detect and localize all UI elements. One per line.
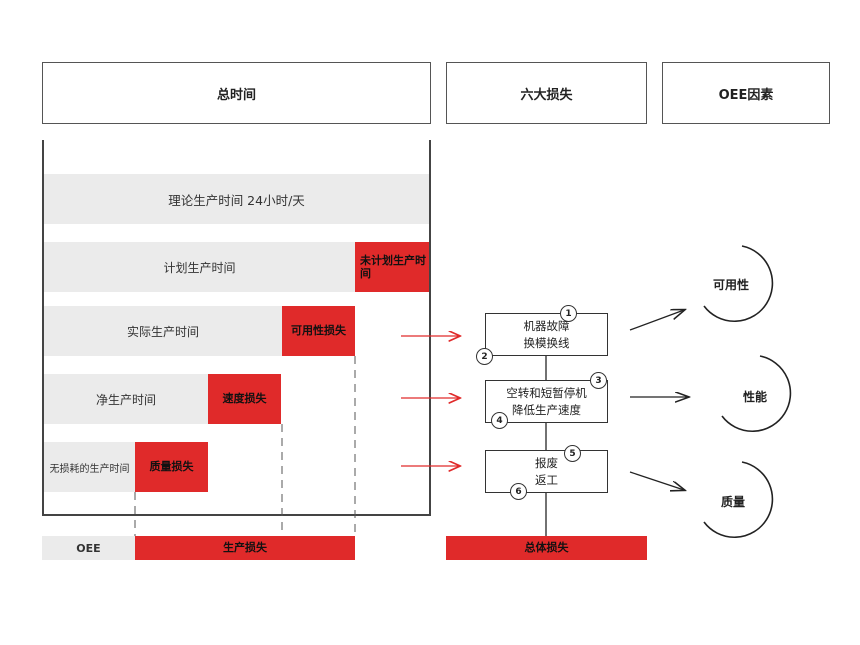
net-time-label: 净生产时间 [95, 392, 156, 407]
oee-footer-label: OEE [76, 541, 101, 555]
header-total-time: 总时间 [42, 62, 431, 124]
total-loss-footer-label: 总体损失 [524, 541, 569, 555]
quality-circle [703, 461, 774, 539]
header-oee-factors-label: OEE因素 [718, 87, 774, 103]
actual-time-bar: 实际生产时间 [44, 306, 282, 356]
factor-performance: 性能 [743, 390, 768, 404]
quality-loss-label: 质量损失 [149, 460, 194, 474]
total-loss-footer-bar: 总体损失 [446, 536, 647, 560]
lossless-time-label: 无损耗的生产时间 [49, 463, 130, 475]
availability-circle [703, 245, 774, 323]
loss-number-badge: 5 [564, 445, 581, 462]
unplanned-time-label: 未计划生产时间 [360, 253, 426, 280]
planned-time-bar: 计划生产时间 [44, 242, 355, 292]
loss-line: 降低生产速度 [512, 402, 581, 417]
factor-quality: 质量 [721, 495, 746, 509]
loss-line: 机器故障 [523, 318, 570, 333]
loss-number-badge: 4 [491, 412, 508, 429]
performance-circle [721, 355, 792, 433]
availability-loss-block: 可用性损失 [282, 306, 355, 356]
planned-time-label: 计划生产时间 [163, 260, 236, 275]
quality-loss-block: 质量损失 [135, 442, 208, 492]
theoretical-time-bar: 理论生产时间 24小时/天 [44, 174, 429, 224]
lossless-time-bar: 无损耗的生产时间 [44, 442, 135, 492]
production-loss-footer-label: 生产损失 [223, 541, 267, 555]
loss-line: 报废 [535, 455, 558, 470]
oee-footer-bar: OEE [42, 536, 135, 560]
actual-time-label: 实际生产时间 [126, 324, 199, 339]
production-loss-footer-bar: 生产损失 [135, 536, 355, 560]
loss-line: 返工 [535, 472, 558, 487]
total-time-frame [42, 140, 431, 516]
loss-number-badge: 2 [476, 348, 493, 365]
theoretical-time-label: 理论生产时间 24小时/天 [168, 192, 305, 208]
header-six-losses: 六大损失 [446, 62, 647, 124]
header-total-time-label: 总时间 [216, 87, 256, 103]
unplanned-time-block: 未计划生产时间 [355, 242, 429, 292]
header-six-losses-label: 六大损失 [520, 87, 573, 103]
speed-loss-block: 速度损失 [208, 374, 281, 424]
availability-loss-label: 可用性损失 [291, 324, 346, 338]
loss-number-badge: 6 [510, 483, 527, 500]
black-arrow [629, 471, 684, 490]
loss-number-badge: 1 [560, 305, 577, 322]
black-arrow [629, 310, 684, 331]
header-oee-factors: OEE因素 [662, 62, 830, 124]
net-time-bar: 净生产时间 [44, 374, 208, 424]
loss-line: 空转和短暂停机 [506, 385, 587, 400]
factor-availability: 可用性 [713, 278, 750, 292]
loss-box-availability: 机器故障 换模换线 [485, 313, 608, 356]
loss-line: 换模换线 [523, 335, 570, 350]
loss-number-badge: 3 [590, 372, 607, 389]
loss-box-quality: 报废 返工 [485, 450, 608, 493]
speed-loss-label: 速度损失 [222, 392, 267, 406]
